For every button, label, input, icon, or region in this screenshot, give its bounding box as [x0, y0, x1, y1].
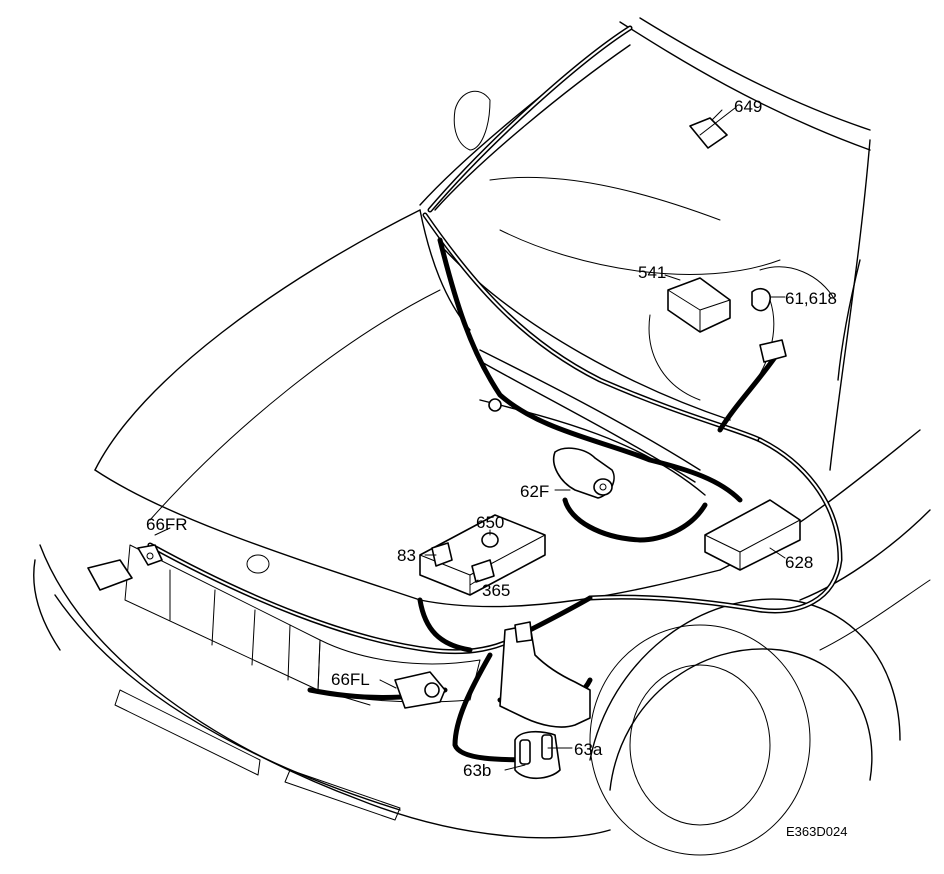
label-66FL: 66FL [331, 670, 370, 689]
label-66FR: 66FR [146, 515, 188, 534]
component-649-rain-sensor [689, 109, 728, 149]
label-650: 650 [476, 513, 504, 532]
component-541-module [667, 277, 731, 333]
label-63a: 63a [574, 740, 603, 759]
component-628-box [704, 499, 801, 571]
label-83: 83 [397, 546, 416, 565]
component-66FR-headlamp-washer [87, 544, 163, 591]
component-66FL-headlamp-washer [319, 671, 446, 709]
component-61-618 [751, 288, 787, 363]
component-63-washer-pumps [519, 734, 553, 765]
label-61-618: 61,618 [785, 289, 837, 308]
car-body [33, 17, 931, 856]
wiring-harness [147, 25, 843, 763]
label-628: 628 [785, 553, 813, 572]
component-62F-wiper-motor [553, 447, 615, 499]
leader-lines [154, 107, 786, 771]
label-63b: 63b [463, 761, 491, 780]
label-541: 541 [638, 263, 666, 282]
wiper-assembly [477, 349, 706, 496]
component-relay-box [419, 514, 546, 596]
label-365: 365 [482, 581, 510, 600]
label-649: 649 [734, 97, 762, 116]
label-62F: 62F [520, 482, 549, 501]
figure-code: E363D024 [786, 824, 847, 839]
